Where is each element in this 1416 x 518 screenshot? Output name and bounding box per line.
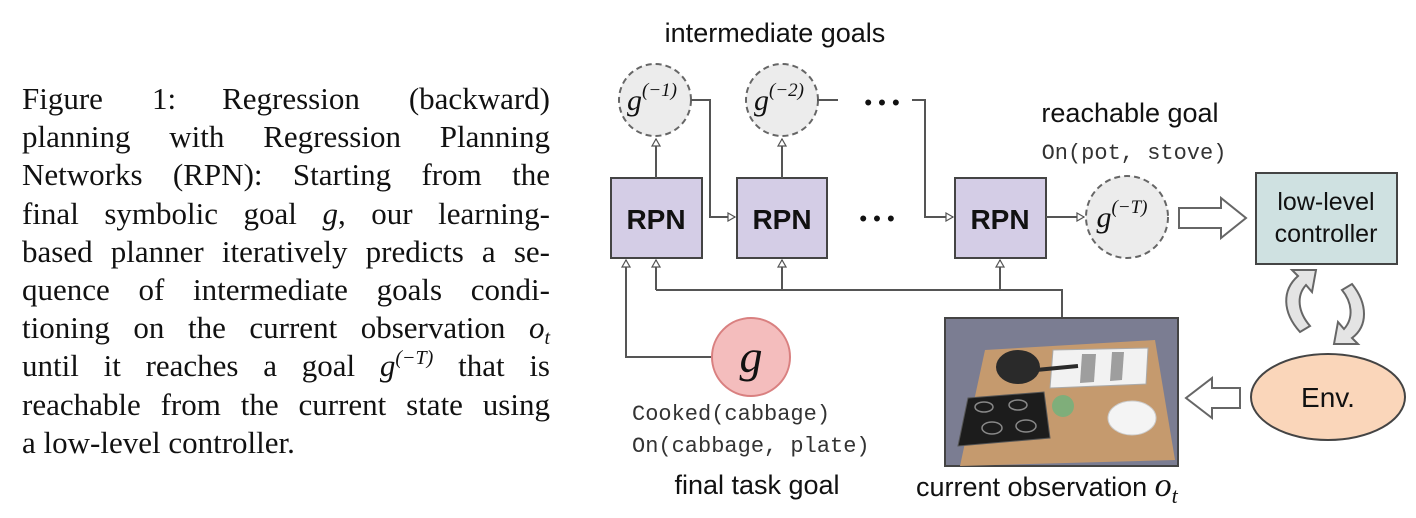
caption-line-10: a low-level controller. [22, 424, 295, 460]
final-goal-node: g [711, 317, 791, 397]
cycle-arrows-icon [1285, 269, 1365, 345]
rpn-box-3: RPN [954, 177, 1047, 259]
arrow-finalgoal-rpn1 [626, 260, 712, 358]
environment-ellipse: Env. [1250, 353, 1406, 441]
caption-line-8: until it reaches a goal g(−T) that is [22, 347, 550, 384]
block-arrow-to-controller [1178, 195, 1248, 241]
svg-text:g(−T): g(−T) [1096, 197, 1147, 234]
caption-line-7: tioning on the current observation ot [22, 310, 550, 350]
svg-text:RPN: RPN [626, 204, 685, 235]
block-arrow-to-observation [1184, 375, 1241, 421]
reachable-goal-label: reachable goal [1041, 98, 1218, 128]
rpn-box-2: RPN [736, 177, 828, 259]
ellipsis-middle: • • • [859, 206, 894, 231]
observation-image [944, 317, 1179, 467]
svg-text:g(−1): g(−1) [627, 80, 677, 117]
rpn-box-1: RPN [610, 177, 703, 259]
svg-text:RPN: RPN [752, 204, 811, 235]
goal-node-2: g(−2) [745, 63, 819, 137]
reachable-goal-expr: On(pot, stove) [1042, 141, 1227, 166]
ellipsis-top: • • • [864, 90, 899, 115]
final-task-goal-label: final task goal [674, 470, 839, 500]
svg-text:low-level: low-level [1277, 188, 1374, 216]
caption-line-3: Networks (RPN): Starting from the [22, 157, 550, 193]
observation-bus [656, 289, 1063, 318]
arrow-ellipsis-rpn3 [912, 99, 953, 217]
goal-node-T: g(−T) [1085, 175, 1169, 259]
arrow-goal1-rpn2 [691, 99, 735, 217]
caption-line-6: quence of intermediate goals condi- [22, 272, 550, 308]
figure-caption: Figure 1:Regression (backward) planning … [22, 80, 550, 462]
current-observation-label: current observation ot [916, 467, 1179, 508]
goal-node-1: g(−1) [618, 63, 692, 137]
low-level-controller-box: low-level controller [1255, 172, 1398, 265]
caption-line-4: final symbolic goal g, our learning- [22, 195, 551, 231]
caption-line-5: based planner iteratively predicts a se- [22, 233, 550, 269]
caption-line-9: reachable from the current state using [22, 386, 550, 422]
intermediate-goals-label: intermediate goals [665, 18, 886, 48]
svg-text:controller: controller [1275, 220, 1378, 248]
final-goal-expr-1: Cooked(cabbage) [632, 402, 830, 427]
caption-line-2: planning with Regression Planning [22, 119, 550, 155]
svg-text:RPN: RPN [970, 204, 1029, 235]
svg-text:Env.: Env. [1301, 382, 1355, 413]
final-goal-expr-2: On(cabbage, plate) [632, 434, 870, 459]
caption-line-1: Figure 1:Regression (backward) [22, 81, 550, 116]
svg-text:g: g [740, 331, 763, 382]
svg-text:g(−2): g(−2) [754, 80, 804, 117]
